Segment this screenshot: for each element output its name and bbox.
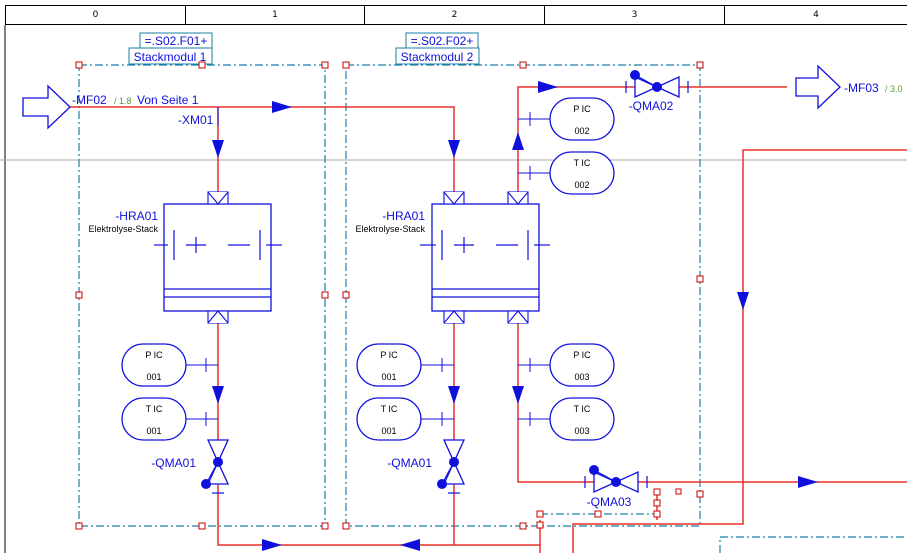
valve-m2[interactable]: -QMA01 (387, 439, 466, 494)
instrument-type: P IC (573, 104, 591, 114)
instrument-pic-m2-left[interactable]: P IC 001 (356, 343, 454, 387)
valve-top-tag: -QMA02 (629, 99, 674, 113)
flow-arrow-icon (262, 539, 282, 551)
next-module-boundary (719, 536, 907, 553)
stack-2-desc: Elektrolyse-Stack (355, 224, 425, 234)
instrument-type: T IC (574, 404, 591, 414)
inlet-connector-page: / 1.8 (114, 96, 132, 106)
instrument-pic-m2-right[interactable]: P IC 003 (518, 343, 615, 387)
instrument-number: 001 (146, 426, 161, 436)
flow-arrow-icon (512, 386, 524, 404)
flow-arrow-icon (512, 132, 524, 150)
instrument-number: 002 (574, 126, 589, 136)
stack-2-tag: -HRA01 (382, 209, 425, 223)
stack-2[interactable]: -HRA01 Elektrolyse-Stack (355, 191, 550, 324)
instrument-type: P IC (380, 350, 398, 360)
valve-bottom-tag: -QMA03 (587, 495, 632, 509)
instrument-type: T IC (381, 404, 398, 414)
junction-tag: -XM01 (178, 113, 214, 127)
inlet-header-pipe (70, 106, 455, 195)
instrument-tic-m2-right[interactable]: T IC 003 (518, 397, 615, 441)
ruler-column-3: 3 (544, 5, 724, 25)
instrument-number: 001 (381, 426, 396, 436)
ruler-column-2: 2 (364, 5, 544, 25)
flow-arrow-icon (212, 386, 224, 404)
instrument-tic-m1[interactable]: T IC 001 (121, 397, 218, 441)
outlet-connector-tag: -MF03 (844, 81, 879, 95)
return-loop-pipe (572, 149, 907, 553)
module-2-label[interactable]: =.S02.F02+ Stackmodul 2 (395, 32, 480, 65)
valve-bottom[interactable]: -QMA03 (584, 465, 648, 509)
flow-arrow-icon (400, 539, 420, 551)
instrument-type: P IC (145, 350, 163, 360)
inlet-connector-desc: Von Seite 1 (137, 93, 199, 107)
instrument-number: 001 (146, 372, 161, 382)
selection-handles[interactable] (75, 61, 704, 530)
flow-arrow-icon (272, 101, 292, 113)
ruler-column-0: 0 (5, 5, 185, 25)
module-2-side-outlet-pipe (517, 322, 907, 483)
instrument-number: 003 (574, 426, 589, 436)
stack-1-desc: Elektrolyse-Stack (88, 224, 158, 234)
inlet-connector-tag: -MF02 (72, 93, 107, 107)
valve-m2-tag: -QMA01 (387, 456, 432, 470)
stack-1[interactable]: -HRA01 Elektrolyse-Stack (88, 191, 282, 324)
flow-arrow-icon (737, 292, 749, 310)
stack-1-tag: -HRA01 (115, 209, 158, 223)
ruler-column-1: 1 (185, 5, 364, 25)
module-2-id: =.S02.F02+ (411, 34, 474, 48)
flow-arrow-icon (448, 140, 460, 158)
pipes (70, 86, 907, 553)
instrument-pic-m2-top[interactable]: P IC 002 (518, 97, 615, 141)
valve-top[interactable]: -QMA02 (625, 70, 689, 113)
instrument-pic-m1[interactable]: P IC 001 (121, 343, 218, 387)
ruler-bar (5, 5, 907, 25)
instrument-number: 001 (381, 372, 396, 382)
ruler-column-4: 4 (724, 5, 907, 25)
instrument-type: P IC (573, 350, 591, 360)
valve-m1-tag: -QMA01 (151, 456, 196, 470)
outlet-connector[interactable]: -MF03 / 3.0 (795, 64, 903, 110)
module-1-name: Stackmodul 1 (134, 50, 207, 64)
inlet-connector[interactable]: -MF02 / 1.8 Von Seite 1 (22, 84, 199, 130)
module-2-name: Stackmodul 2 (401, 50, 474, 64)
flow-arrow-icon (798, 476, 818, 488)
gas-outlet-pipe (517, 86, 787, 195)
module-1-label[interactable]: =.S02.F01+ Stackmodul 1 (128, 32, 213, 65)
valve-m1[interactable]: -QMA01 (151, 439, 230, 494)
module-1-id: =.S02.F01+ (145, 34, 208, 48)
instrument-tic-m2-left[interactable]: T IC 001 (356, 397, 454, 441)
outlet-connector-page: / 3.0 (885, 84, 903, 94)
flow-arrow-icon (448, 386, 460, 404)
instrument-number: 003 (574, 372, 589, 382)
instrument-type: T IC (146, 404, 163, 414)
instrument-tic-m2-top[interactable]: T IC 002 (518, 151, 615, 195)
flow-arrow-icon (538, 81, 558, 93)
flow-arrow-icon (212, 140, 224, 158)
instrument-number: 002 (574, 180, 589, 190)
instrument-type: T IC (574, 158, 591, 168)
